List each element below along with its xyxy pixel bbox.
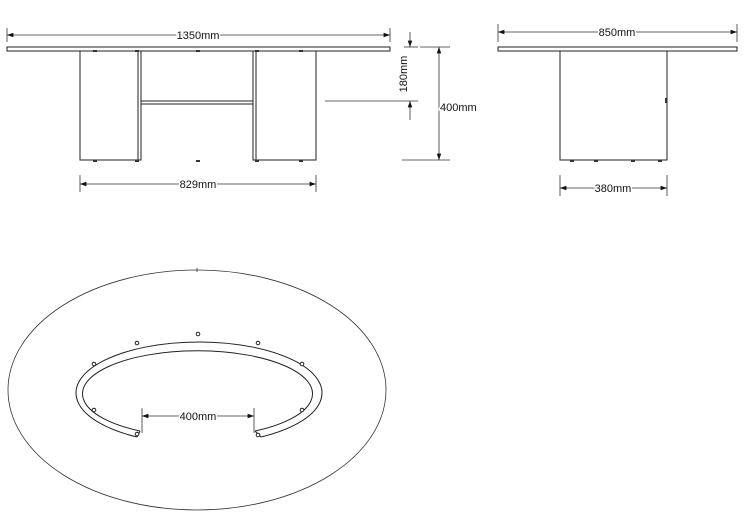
side-view: 850mm 380mm [497, 24, 738, 197]
dimension-overall-depth: 850mm [497, 24, 738, 42]
dimension-base-width: 829mm [79, 175, 317, 193]
dimension-base-depth: 380mm [559, 175, 668, 197]
base-shelf [140, 100, 254, 105]
base-divider-left [137, 50, 142, 161]
side-feet [570, 98, 667, 162]
base-divider-right [252, 50, 257, 161]
tabletop-outline [7, 269, 387, 511]
dimension-label: 400mm [440, 102, 477, 114]
dimension-ring-gap: 400mm [141, 408, 255, 433]
ring-bolt-holes [91, 331, 305, 438]
top-view: 400mm [7, 268, 387, 511]
base-right-panel [255, 50, 317, 161]
dimension-shelf-height: 180mm [325, 32, 418, 120]
base-left-panel [79, 50, 139, 161]
dimension-label: 850mm [599, 27, 636, 39]
base-side [559, 50, 668, 161]
front-view: 1350mm 829mm 180mm 400mm [6, 28, 478, 193]
dimension-label: 400mm [180, 411, 217, 423]
tabletop-side [497, 46, 738, 52]
dimension-label: 829mm [180, 179, 217, 191]
dimension-label: 1350mm [177, 30, 220, 42]
dimension-label: 180mm [398, 56, 410, 93]
base-ring [75, 341, 323, 438]
dimension-overall-width: 1350mm [6, 28, 391, 44]
dimension-label: 380mm [595, 183, 632, 195]
dimension-total-height: 400mm [402, 46, 478, 161]
feet [93, 50, 303, 162]
